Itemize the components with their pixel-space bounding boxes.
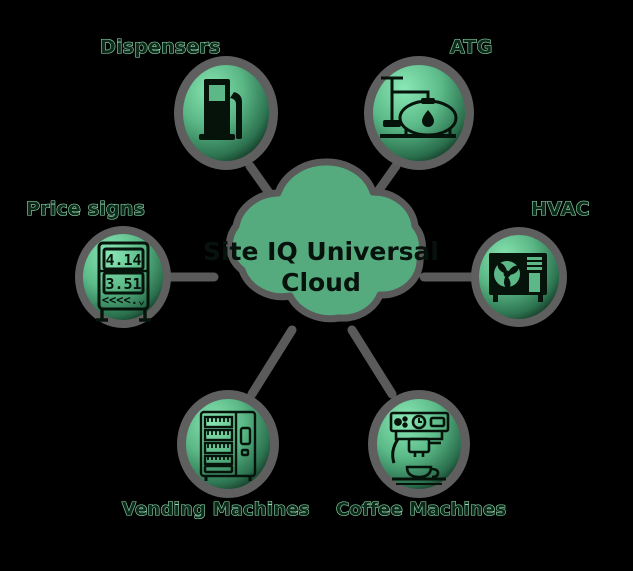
price-sign-arrows: <<<<.⌄ — [102, 293, 145, 307]
cloud-label-line1: Site IQ Universal — [202, 237, 439, 266]
cloud-label: Site IQ Universal Cloud — [196, 237, 446, 298]
price-sign-value-bottom: 3.51 — [105, 275, 141, 293]
node-atg[interactable] — [364, 56, 474, 170]
connector-coffee — [347, 325, 397, 399]
node-coffee-machines[interactable] — [368, 390, 470, 498]
hvac-unit-icon — [489, 253, 547, 302]
center-cloud — [226, 158, 426, 323]
vending-machine-icon — [199, 410, 257, 481]
price-sign-icon — [96, 241, 151, 322]
node-hvac[interactable] — [471, 227, 567, 327]
label-price-signs: Price signs — [25, 197, 146, 220]
cloud-label-line2: Cloud — [281, 267, 361, 297]
price-sign-value-top: 4.14 — [105, 251, 141, 269]
fuel-dispenser-icon — [199, 79, 242, 140]
fuel-storage-tank-icon — [380, 76, 458, 138]
label-coffee-machines: Coffee Machines — [335, 498, 507, 520]
connector-vending — [247, 325, 297, 399]
node-dispensers[interactable] — [174, 56, 278, 170]
label-dispensers: Dispensers — [99, 35, 221, 58]
node-price-signs[interactable]: 4.14 3.51 <<<<.⌄ — [75, 226, 171, 328]
label-atg: ATG — [449, 35, 493, 58]
node-vending-machines[interactable] — [177, 390, 279, 498]
espresso-machine-icon — [389, 411, 450, 485]
label-vending-machines: Vending Machines — [121, 498, 310, 520]
label-hvac: HVAC — [530, 197, 590, 220]
